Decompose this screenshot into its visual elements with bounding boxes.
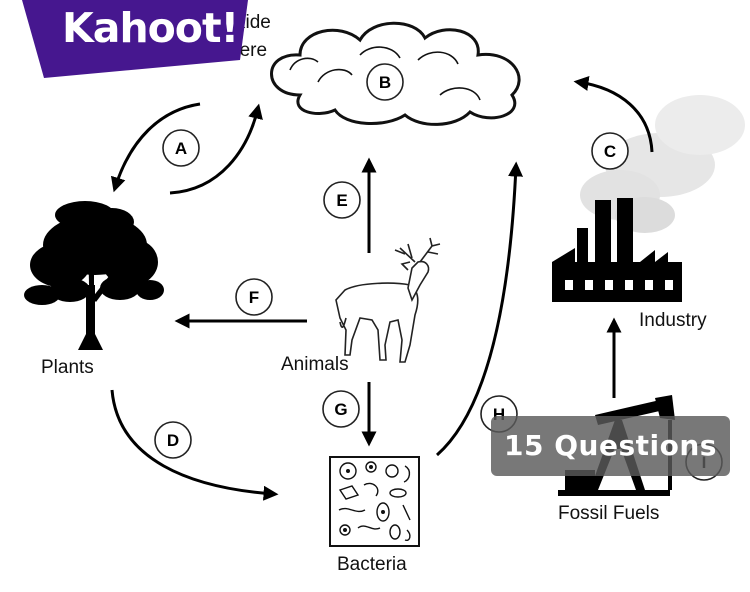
factory-icon	[552, 198, 682, 302]
arrow-d	[110, 389, 279, 501]
plants-label: Plants	[41, 357, 94, 378]
marker-g: G	[322, 390, 360, 428]
svg-text:A: A	[175, 139, 187, 158]
svg-text:G: G	[334, 400, 347, 419]
marker-e: E	[323, 181, 361, 219]
question-count-badge: 15 Questions	[491, 416, 730, 476]
bacteria-icon	[329, 456, 420, 547]
deer-icon	[335, 237, 441, 363]
marker-d: D	[154, 421, 192, 459]
marker-f: F	[235, 278, 273, 316]
svg-text:C: C	[604, 142, 616, 161]
svg-text:E: E	[336, 191, 347, 210]
marker-b: B	[366, 63, 404, 101]
arrow-c	[573, 76, 654, 153]
arrow-h	[436, 161, 524, 457]
badge-shape	[22, 0, 248, 78]
cycle-arrows	[110, 76, 654, 501]
marker-a: A	[162, 129, 200, 167]
svg-text:B: B	[379, 73, 391, 92]
kahoot-logo-badge[interactable]: Kahoot!	[0, 0, 250, 78]
arrow-a-up	[169, 103, 263, 195]
fossil-fuels-label: Fossil Fuels	[558, 503, 660, 524]
bacteria-label: Bacteria	[337, 554, 407, 575]
animals-label: Animals	[281, 354, 349, 375]
svg-text:F: F	[249, 288, 259, 307]
svg-text:D: D	[167, 431, 179, 450]
kahoot-logo-text: Kahoot!	[62, 4, 239, 52]
marker-c: C	[591, 132, 629, 170]
arrow-a-down	[110, 102, 201, 193]
industry-label: Industry	[639, 310, 707, 331]
tree-icon	[24, 201, 164, 350]
